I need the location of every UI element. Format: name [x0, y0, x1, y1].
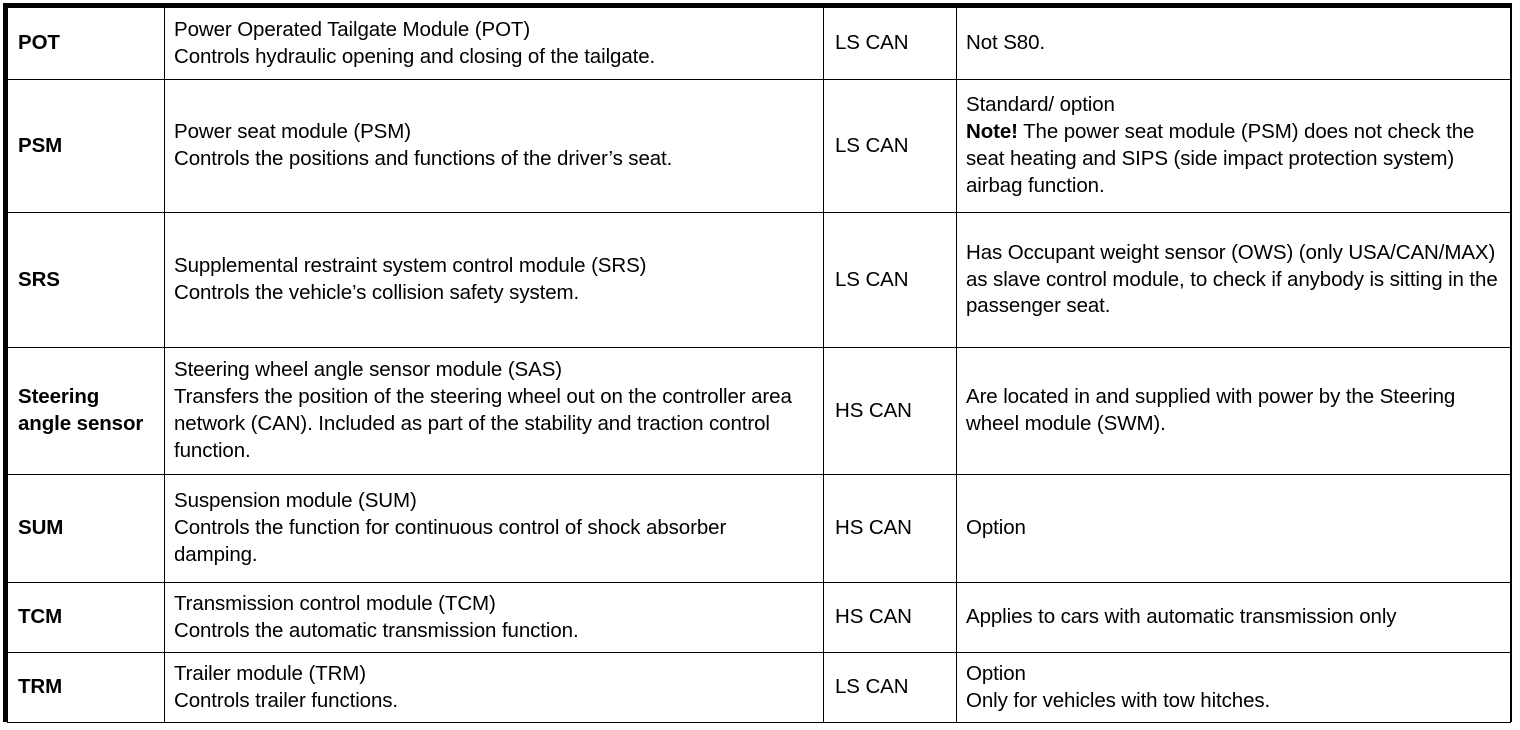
description-line: Controls trailer functions.	[174, 688, 399, 712]
cell-abbreviation: PSM	[7, 79, 165, 213]
abbreviation-text: PSM	[18, 133, 63, 157]
table-row: SUM Suspension module (SUM) Controls the…	[7, 474, 1511, 583]
cell-description: Steering wheel angle sensor module (SAS)…	[164, 347, 824, 475]
cell-description: Transmission control module (TCM) Contro…	[164, 582, 824, 653]
cell-remark: Are located in and supplied with power b…	[956, 347, 1511, 475]
network-text: LS CAN	[835, 675, 909, 699]
description-line: Controls the vehicle’s collision safety …	[174, 281, 580, 304]
cell-network: HS CAN	[823, 474, 957, 583]
remark-line: Has Occupant weight sensor (OWS) (only U…	[966, 240, 1498, 318]
remark-line: Applies to cars with automatic transmiss…	[966, 605, 1397, 629]
description-line: Power Operated Tailgate Module (POT)	[174, 17, 531, 41]
table-row: POT Power Operated Tailgate Module (POT)…	[7, 7, 1511, 80]
note-body: The power seat module (PSM) does not che…	[966, 120, 1475, 197]
abbreviation-text: SRS	[18, 267, 60, 291]
cell-network: LS CAN	[823, 79, 957, 213]
remark-line: Option	[966, 516, 1026, 540]
description-line: Supplemental restraint system control mo…	[174, 254, 647, 278]
cell-remark: Has Occupant weight sensor (OWS) (only U…	[956, 212, 1511, 348]
abbreviation-text: POT	[18, 31, 60, 55]
cell-remark: Option Only for vehicles with tow hitche…	[956, 652, 1511, 723]
cell-abbreviation: TCM	[7, 582, 165, 653]
cell-description: Power Operated Tailgate Module (POT) Con…	[164, 7, 824, 80]
cell-abbreviation: SRS	[7, 212, 165, 348]
cell-network: HS CAN	[823, 582, 957, 653]
table-row: TRM Trailer module (TRM) Controls traile…	[7, 652, 1511, 723]
cell-network: HS CAN	[823, 347, 957, 475]
description-line: Suspension module (SUM)	[174, 489, 417, 513]
description-line: Trailer module (TRM)	[174, 661, 367, 685]
description-line: Controls the automatic transmission func…	[174, 618, 579, 642]
cell-description: Suspension module (SUM) Controls the fun…	[164, 474, 824, 583]
abbreviation-text: TRM	[18, 675, 63, 699]
network-text: HS CAN	[835, 605, 912, 629]
remark-line: Option	[966, 661, 1026, 685]
abbreviation-text: SUM	[18, 516, 64, 540]
cell-remark: Standard/ option Note! The power seat mo…	[956, 79, 1511, 213]
table-body: POT Power Operated Tailgate Module (POT)…	[7, 7, 1511, 723]
abbreviation-text: TCM	[18, 605, 63, 629]
network-text: HS CAN	[835, 516, 912, 540]
cell-abbreviation: Steering angle sensor	[7, 347, 165, 475]
note-label: Note!	[966, 120, 1018, 144]
description-line: Controls hydraulic opening and closing o…	[174, 44, 656, 68]
remark-line: Not S80.	[966, 31, 1045, 55]
remark-note: Note! The power seat module (PSM) does n…	[966, 119, 1502, 200]
network-text: LS CAN	[835, 133, 909, 157]
cell-network: LS CAN	[823, 7, 957, 80]
description-line: Transfers the position of the steering w…	[174, 385, 792, 462]
cell-description: Trailer module (TRM) Controls trailer fu…	[164, 652, 824, 723]
cell-abbreviation: SUM	[7, 474, 165, 583]
cell-description: Power seat module (PSM) Controls the pos…	[164, 79, 824, 213]
cell-remark: Not S80.	[956, 7, 1511, 80]
cell-network: LS CAN	[823, 652, 957, 723]
network-text: LS CAN	[835, 267, 909, 291]
table-row: PSM Power seat module (PSM) Controls the…	[7, 79, 1511, 213]
control-module-table-container: POT Power Operated Tailgate Module (POT)…	[3, 3, 1512, 723]
description-line: Power seat module (PSM)	[174, 120, 411, 144]
description-line: Steering wheel angle sensor module (SAS)	[174, 358, 562, 382]
description-line: Controls the positions and functions of …	[174, 147, 673, 170]
network-text: HS CAN	[835, 398, 912, 422]
remark-line: Standard/ option	[966, 93, 1115, 117]
table-row: TCM Transmission control module (TCM) Co…	[7, 582, 1511, 653]
cell-network: LS CAN	[823, 212, 957, 348]
table-row: Steering angle sensor Steering wheel ang…	[7, 347, 1511, 475]
cell-description: Supplemental restraint system control mo…	[164, 212, 824, 348]
network-text: LS CAN	[835, 31, 909, 55]
abbreviation-text: Steering angle sensor	[18, 385, 144, 435]
cell-abbreviation: POT	[7, 7, 165, 80]
control-module-table: POT Power Operated Tailgate Module (POT)…	[7, 7, 1511, 723]
cell-remark: Option	[956, 474, 1511, 583]
description-line: Transmission control module (TCM)	[174, 591, 496, 615]
table-row: SRS Supplemental restraint system contro…	[7, 212, 1511, 348]
cell-abbreviation: TRM	[7, 652, 165, 723]
cell-remark: Applies to cars with automatic transmiss…	[956, 582, 1511, 653]
description-line: Controls the function for continuous con…	[174, 516, 727, 566]
remark-line: Are located in and supplied with power b…	[966, 385, 1456, 435]
remark-line: Only for vehicles with tow hitches.	[966, 688, 1271, 712]
